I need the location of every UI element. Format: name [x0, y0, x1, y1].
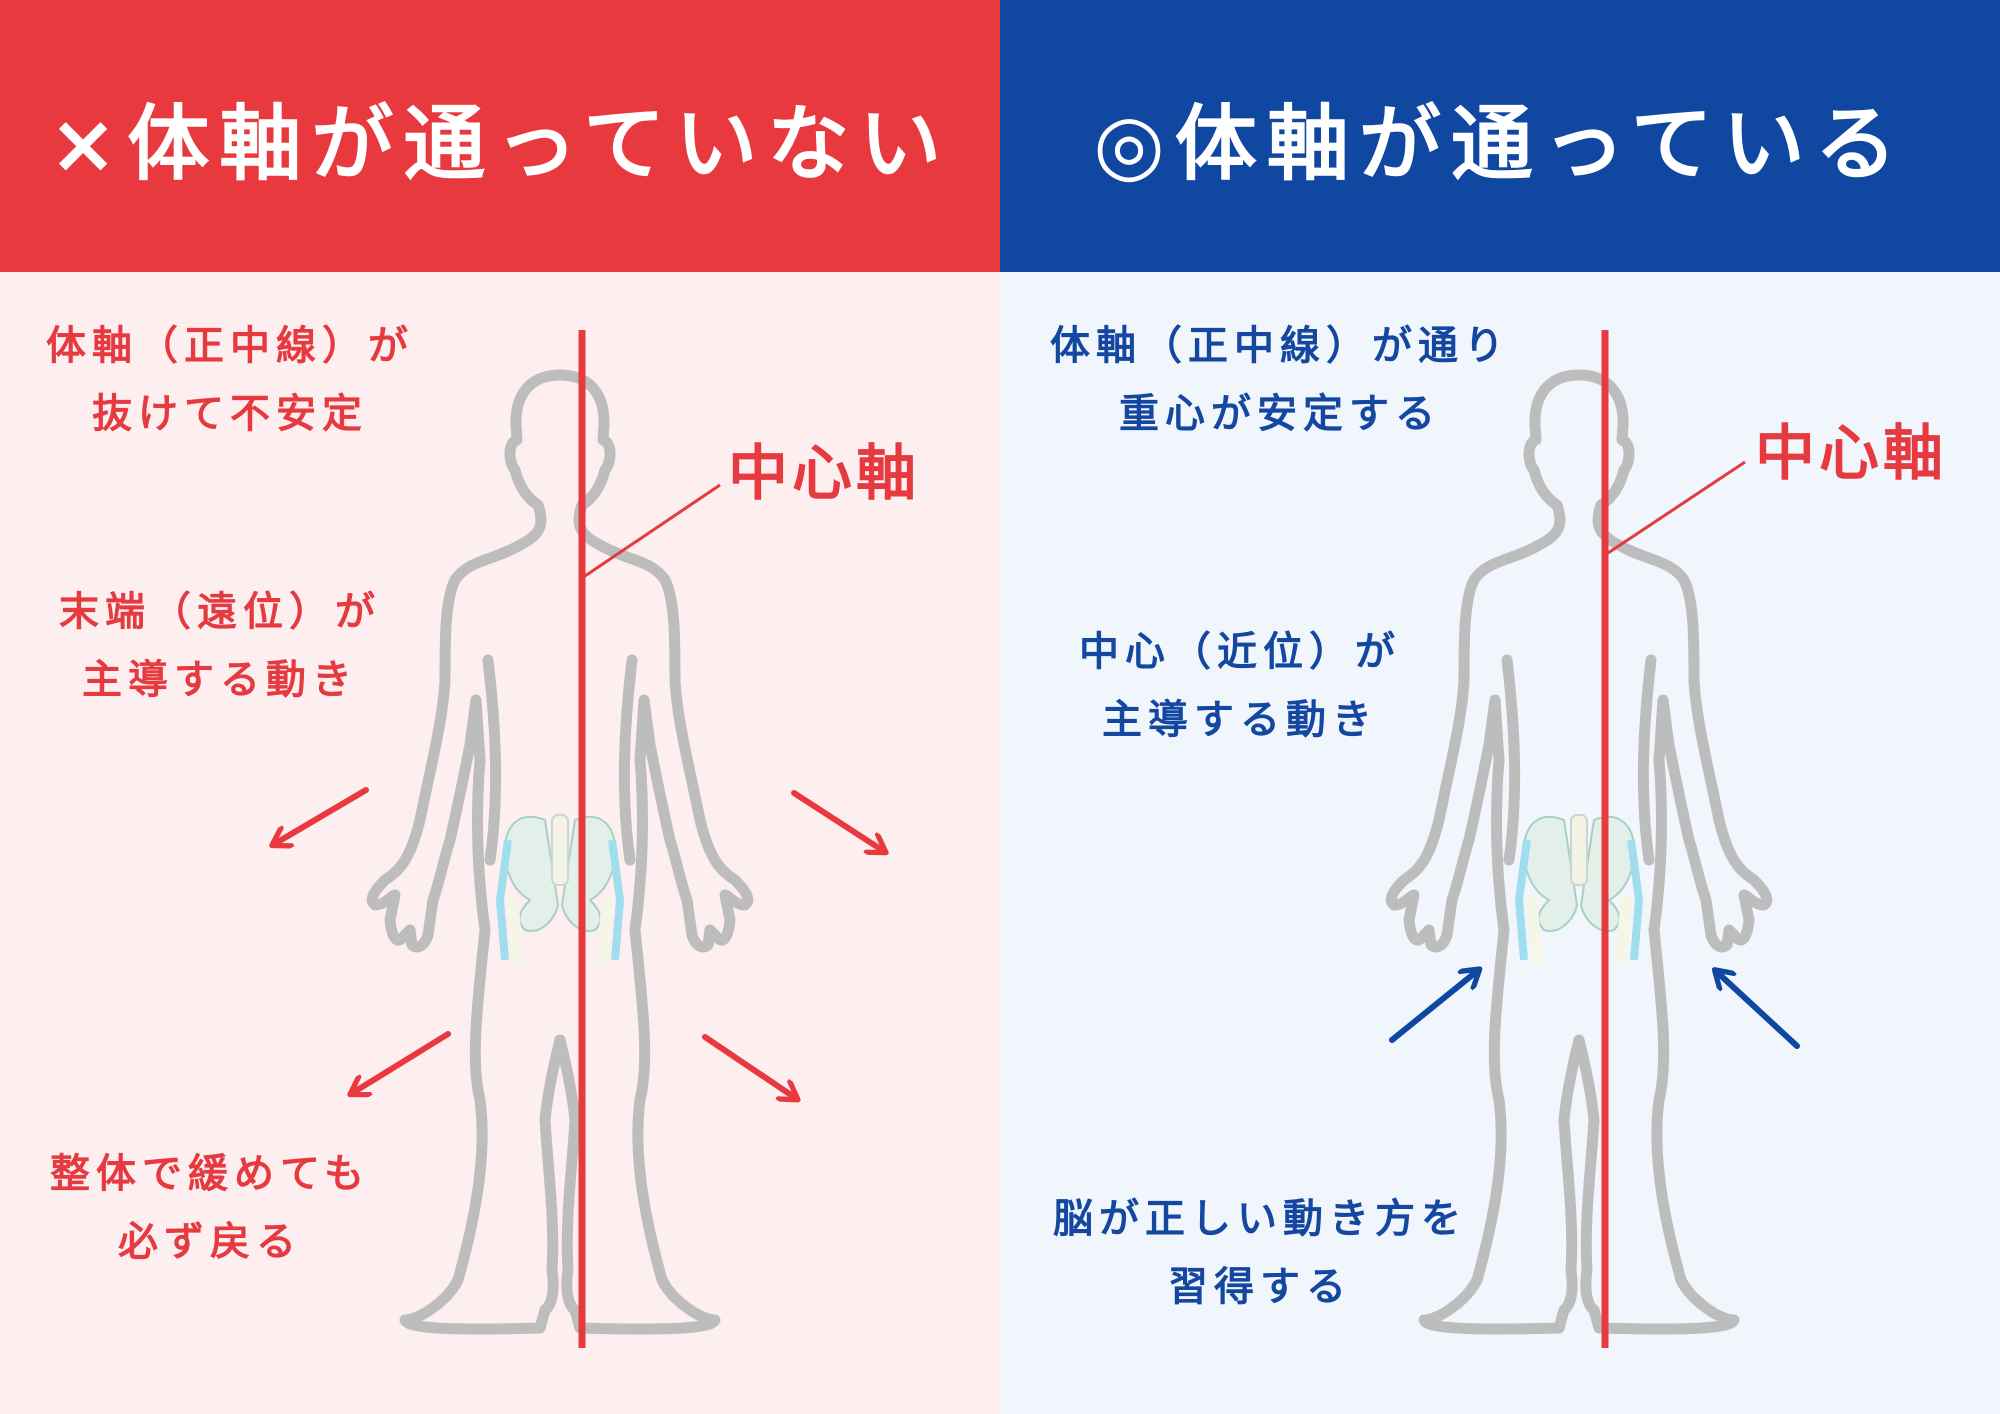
panel-axis-not-aligned: ×体軸が通っていない 中心軸 [0, 0, 1000, 1414]
caption-distal-led: 末端（遠位）が 主導する動き [20, 578, 420, 714]
caption-proximal-led: 中心（近位）が 主導する動き [1040, 618, 1440, 754]
caption-line: 抜けて不安定 [92, 391, 368, 437]
caption-line: 必ず戻る [118, 1219, 302, 1265]
arrow-right-inward-icon [1718, 973, 1800, 1049]
caption-line: 主導する動き [82, 657, 358, 703]
axis-label: 中心軸 [1755, 419, 1947, 489]
caption-returns: 整体で緩めても 必ず戻る [20, 1140, 400, 1276]
arrow-upper-right-icon [791, 790, 882, 850]
arrow-upper-left-icon [276, 787, 369, 843]
body-diagram-right [1385, 330, 1800, 1348]
human-silhouette-icon [1385, 369, 1773, 1335]
arrow-lower-right-icon [702, 1034, 794, 1097]
inward-arrows [1389, 972, 1800, 1049]
caption-brain-learning: 脳が正しい動き方を 習得する [1030, 1185, 1490, 1321]
panel-axis-aligned: ◎体軸が通っている 中心軸 体軸（正中線）が [1000, 0, 2000, 1414]
axis-label: 中心軸 [728, 439, 920, 509]
human-silhouette-icon [366, 369, 754, 1335]
body-diagram-left [0, 330, 1000, 1348]
axis-pointer-line [581, 483, 721, 580]
caption-line: 整体で緩めても [50, 1151, 370, 1197]
header-axis-aligned: ◎体軸が通っている [1000, 0, 2000, 272]
pelvis-skeleton-icon [1514, 814, 1644, 966]
caption-instability: 体軸（正中線）が 抜けて不安定 [20, 312, 440, 448]
axis-pointer-line [1604, 460, 1746, 557]
pelvis-skeleton-icon [495, 814, 625, 966]
header-title: ×体軸が通っていない [48, 96, 952, 192]
caption-line: 体軸（正中線）が通り [1050, 323, 1510, 369]
caption-line: 重心が安定する [1119, 391, 1441, 437]
caption-line: 習得する [1168, 1264, 1352, 1310]
header-title: ◎体軸が通っている [1093, 96, 1907, 192]
arrow-lower-left-icon [354, 1031, 451, 1092]
arrow-left-inward-icon [1389, 972, 1476, 1043]
caption-line: 中心（近位）が [1079, 629, 1401, 675]
caption-stable-center: 体軸（正中線）が通り 重心が安定する [1020, 312, 1540, 448]
outward-arrows [276, 787, 882, 1097]
caption-line: 主導する動き [1102, 697, 1378, 743]
caption-line: 末端（遠位）が [59, 589, 381, 635]
header-axis-not-aligned: ×体軸が通っていない [0, 0, 1000, 272]
caption-line: 脳が正しい動き方を [1053, 1196, 1467, 1242]
caption-line: 体軸（正中線）が [46, 323, 414, 369]
